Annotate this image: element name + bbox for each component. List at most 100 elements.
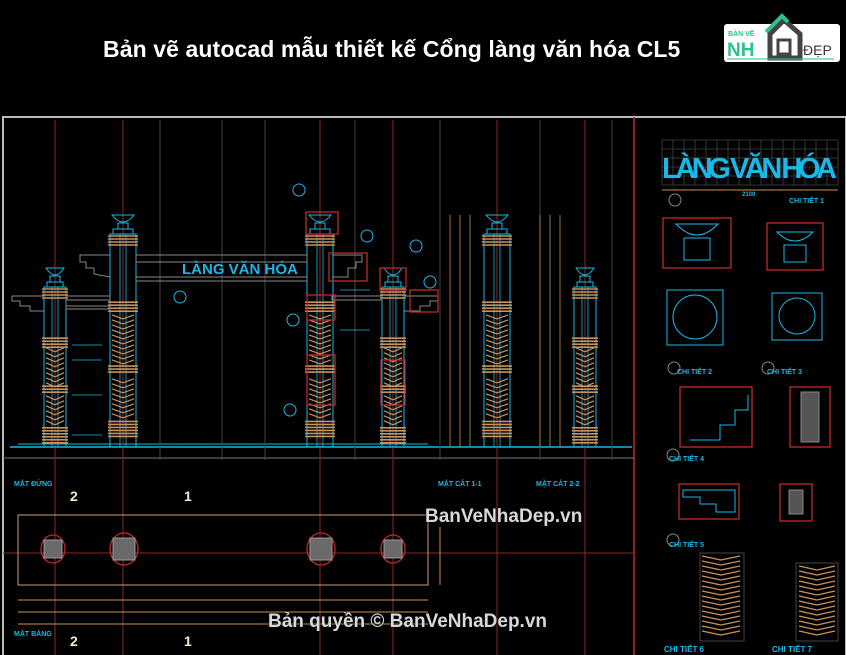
eave-step	[79, 254, 111, 278]
leaf-ornament	[720, 630, 741, 636]
leaf-ornament	[122, 314, 135, 320]
leaf-ornament	[496, 354, 509, 360]
leaf-ornament	[496, 314, 509, 320]
leaf-ornament	[111, 393, 124, 399]
label-section-1: MẶT CẮT 1-1	[438, 479, 482, 488]
leaf-ornament	[111, 329, 124, 335]
leaf-ornament	[575, 357, 586, 363]
detail-highlight	[379, 267, 407, 291]
leaf-ornament	[111, 314, 124, 320]
leaf-ornament	[122, 319, 135, 325]
leaf-ornament	[111, 398, 124, 404]
callout-bubble	[409, 239, 423, 253]
callout-bubble	[360, 229, 374, 243]
leaf-ornament	[798, 585, 818, 591]
leaf-ornament	[701, 585, 722, 591]
leaf-ornament	[816, 595, 836, 601]
callout-bubble	[283, 403, 297, 417]
leaf-grid	[699, 552, 745, 642]
urn-detail-base	[683, 237, 711, 261]
leaf-ornament	[720, 605, 741, 611]
detail-marker	[666, 448, 680, 462]
detail-plan-circle	[672, 294, 718, 340]
leaf-ornament	[383, 400, 394, 406]
leaf-ornament	[584, 405, 595, 411]
detail-1-label: CHI TIẾT 1	[789, 195, 824, 205]
leaf-ornament	[319, 314, 332, 320]
leaf-ornament	[485, 314, 498, 320]
leaf-ornament	[496, 339, 509, 345]
side-beam	[331, 295, 383, 301]
leaf-ornament	[392, 400, 403, 406]
leaf-ornament	[111, 378, 124, 384]
leaf-ornament	[45, 410, 56, 416]
leaf-ornament	[383, 420, 394, 426]
leaf-ornament	[485, 408, 498, 414]
leaf-ornament	[584, 415, 595, 421]
leaf-ornament	[720, 555, 741, 561]
leaf-ornament	[111, 408, 124, 414]
leaf-ornament	[45, 372, 56, 378]
leaf-ornament	[584, 347, 595, 353]
side-beam	[65, 305, 111, 310]
watermark-copyright: Bản quyền © BanVeNhaDep.vn	[268, 611, 548, 632]
leaf-ornament	[496, 388, 509, 394]
leaf-ornament	[122, 378, 135, 384]
leaf-ornament	[798, 630, 818, 636]
leaf-ornament	[54, 420, 65, 426]
leaf-ornament	[485, 378, 498, 384]
leaf-ornament	[816, 575, 836, 581]
detail-frame	[662, 217, 732, 269]
leaf-ornament	[485, 403, 498, 409]
leaf-ornament	[575, 367, 586, 373]
leaf-ornament	[496, 413, 509, 419]
main-beam-bottom	[135, 276, 308, 282]
leaf-ornament	[111, 324, 124, 330]
leaf-ornament	[701, 575, 722, 581]
eave-step	[404, 295, 439, 312]
leaf-ornament	[720, 575, 741, 581]
leaf-ornament	[701, 555, 722, 561]
leaf-ornament	[496, 334, 509, 340]
plan-column	[112, 537, 136, 561]
gate-sign-text: LÀNG VĂN HÓA	[182, 260, 298, 278]
leaf-ornament	[308, 324, 321, 330]
leaf-ornament	[798, 615, 818, 621]
detail-plan-square	[666, 289, 724, 346]
leaf-ornament	[308, 413, 321, 419]
side-beam	[65, 295, 111, 301]
eave-step	[332, 254, 363, 278]
detail-6-label: CHI TIẾT 6	[664, 644, 705, 654]
leaf-ornament	[720, 600, 741, 606]
leaf-ornament	[392, 347, 403, 353]
leaf-ornament	[319, 393, 332, 399]
detail-frame	[679, 386, 753, 448]
section-mark-2: 2	[70, 488, 78, 504]
column-shaft	[573, 286, 597, 448]
leaf-ornament	[798, 575, 818, 581]
leaf-ornament	[485, 349, 498, 355]
leaf-ornament	[319, 324, 332, 330]
leaf-ornament	[122, 334, 135, 340]
leaf-ornament	[496, 359, 509, 365]
leaf-ornament	[584, 357, 595, 363]
leaf-ornament	[720, 610, 741, 616]
leaf-ornament	[308, 378, 321, 384]
detail-marker	[761, 361, 775, 375]
leaf-ornament	[383, 372, 394, 378]
urn	[575, 267, 595, 276]
leaf-ornament	[485, 393, 498, 399]
leaf-ornament	[383, 410, 394, 416]
leaf-ornament	[45, 415, 56, 421]
callout-bubble	[423, 275, 437, 289]
detail-plan-square	[771, 292, 823, 341]
leaf-ornament	[122, 339, 135, 345]
leaf-ornament	[496, 398, 509, 404]
column-shaft	[483, 233, 511, 448]
leaf-ornament	[485, 329, 498, 335]
sign-width-dim: 2100	[742, 192, 756, 198]
leaf-ornament	[308, 314, 321, 320]
leaf-ornament	[392, 420, 403, 426]
leaf-ornament	[496, 329, 509, 335]
